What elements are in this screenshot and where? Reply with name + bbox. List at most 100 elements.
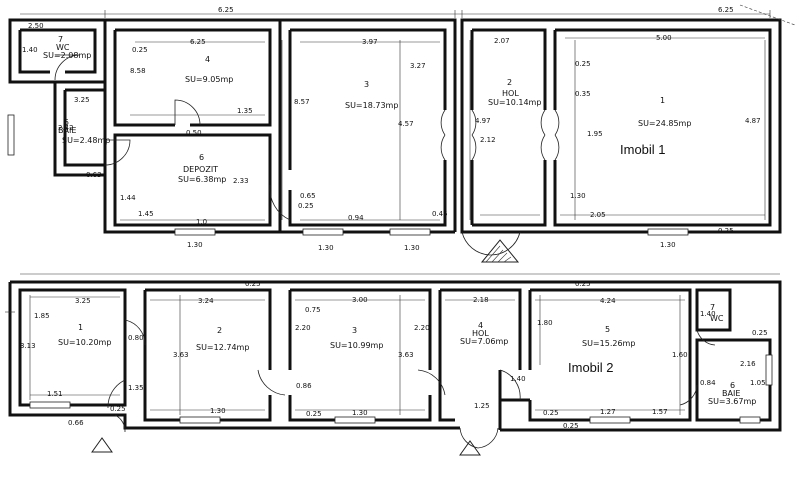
dim-label: 0.35 xyxy=(575,90,591,98)
dim-label: 1.30 xyxy=(318,244,334,252)
dim-label: 0.25 xyxy=(132,46,148,54)
dimension-lines xyxy=(5,10,780,415)
stairs-icon xyxy=(91,437,481,456)
dim-label: 6.25 xyxy=(718,6,734,14)
room-labels-top: 1 SU=24.85mp 2 HOL SU=10.14mp 3 SU=18.73… xyxy=(43,35,691,184)
dimension-labels-bottom: 0.25 3.25 3.24 3.00 2.18 4.24 1.85 3.13 … xyxy=(20,280,768,430)
dim-label: 2.50 xyxy=(28,22,44,30)
dim-label: 4.57 xyxy=(398,120,414,128)
dim-label: 0.65 xyxy=(300,192,316,200)
dim-label: 1.60 xyxy=(672,351,688,359)
dim-label: 0.63 xyxy=(86,171,102,179)
dim-label: 3.63 xyxy=(173,351,189,359)
dim-label: 4.24 xyxy=(600,297,616,305)
dim-label: 0.66 xyxy=(68,419,84,427)
dim-label: 0.84 xyxy=(700,379,716,387)
property-line xyxy=(739,4,796,26)
dim-label: 1.0 xyxy=(196,218,207,226)
imobil-1-label: Imobil 1 xyxy=(620,142,666,157)
dim-label: 1.35 xyxy=(128,384,144,392)
dim-label: 1.30 xyxy=(187,241,203,249)
dim-label: 0.50 xyxy=(186,129,202,137)
room-number: 5 xyxy=(605,325,610,334)
dim-label: 0.25 xyxy=(110,405,126,413)
dim-label: 1.27 xyxy=(600,408,616,416)
dim-label: 0.25 xyxy=(245,280,261,288)
room-area: SU=24.85mp xyxy=(638,119,691,128)
room-number: 1 xyxy=(78,323,83,332)
dim-label: 1.85 xyxy=(34,312,50,320)
dim-label: 3.24 xyxy=(198,297,214,305)
dim-label: 0.45 xyxy=(432,210,448,218)
room-number: 1 xyxy=(660,96,665,105)
dim-label: 1.30 xyxy=(570,192,586,200)
room-number: 6 xyxy=(199,153,204,162)
dim-label: 1.05 xyxy=(750,379,766,387)
dim-label: 3.63 xyxy=(398,351,414,359)
dim-label: 1.95 xyxy=(587,130,603,138)
dim-label: 2.05 xyxy=(590,211,606,219)
room-area: SU=9.05mp xyxy=(185,75,233,84)
dim-label: 1.30 xyxy=(404,244,420,252)
dim-label: 3.97 xyxy=(362,38,378,46)
dimension-labels-top: 6.25 6.25 2.50 1.40 6.25 8.58 0.25 3.97 … xyxy=(22,6,761,252)
room-number: 7 xyxy=(58,35,63,44)
dim-label: 1.35 xyxy=(237,107,253,115)
dim-label: 2.20 xyxy=(295,324,311,332)
imobil-2-windows xyxy=(29,354,773,424)
room-area: SU=10.20mp xyxy=(58,338,111,347)
room-number: 2 xyxy=(217,326,222,335)
dim-label: 3.00 xyxy=(352,296,368,304)
dim-label: 2.12 xyxy=(480,136,496,144)
dim-label: 0.25 xyxy=(563,422,579,430)
dim-label: 3.25 xyxy=(74,96,90,104)
dim-label: 1.30 xyxy=(352,409,368,417)
room-area: SU=10.99mp xyxy=(330,341,383,350)
room-number: 6 xyxy=(730,381,735,390)
dim-label: 2.20 xyxy=(414,324,430,332)
imobil-1-windows xyxy=(7,114,689,236)
dim-label: 6.25 xyxy=(190,38,206,46)
dim-label: 0.80 xyxy=(128,334,144,342)
dim-label: 1.40 xyxy=(700,310,716,318)
room-number: 3 xyxy=(364,80,369,89)
room-number: 4 xyxy=(478,321,483,330)
dim-label: 1.44 xyxy=(120,194,136,202)
imobil-2-label: Imobil 2 xyxy=(568,360,614,375)
room-name: HOL xyxy=(472,329,489,338)
imobil-1-walls xyxy=(8,18,782,234)
dim-label: 1.40 xyxy=(22,46,38,54)
room-name: DEPOZIT xyxy=(183,165,218,174)
dim-label: 6.25 xyxy=(218,6,234,14)
room-name: WC xyxy=(56,43,70,52)
dim-label: 2.18 xyxy=(473,296,489,304)
dim-label: 1.25 xyxy=(474,402,490,410)
dim-label: 2.07 xyxy=(494,37,510,45)
imobil-1-doors xyxy=(54,54,560,256)
room-area: SU=12.74mp xyxy=(196,343,249,352)
room-area: SU=15.26mp xyxy=(582,339,635,348)
dim-label: 4.87 xyxy=(745,117,761,125)
dim-label: 1.40 xyxy=(510,375,526,383)
room-area: SU=7.06mp xyxy=(460,337,508,346)
room-name: HOL xyxy=(502,89,519,98)
room-number: 3 xyxy=(352,326,357,335)
room-number: 7 xyxy=(710,303,715,312)
dim-label: 3.25 xyxy=(75,297,91,305)
room-number: 4 xyxy=(205,55,210,64)
room-name: BAIE xyxy=(58,126,76,135)
room-number: 2 xyxy=(507,78,512,87)
dim-label: 0.25 xyxy=(575,60,591,68)
dim-label: 0.75 xyxy=(305,306,321,314)
dim-label: 0.25 xyxy=(543,409,559,417)
dim-label: 0.25 xyxy=(718,227,734,235)
imobil-2-doors xyxy=(107,319,716,449)
dim-label: 1.30 xyxy=(660,241,676,249)
room-area: SU=2.48mp xyxy=(62,136,110,145)
dim-label: 5.00 xyxy=(656,34,672,42)
dim-label: 0.25 xyxy=(306,410,322,418)
room-labels-bottom: 1 SU=10.20mp 2 SU=12.74mp 3 SU=10.99mp 4… xyxy=(58,303,756,406)
dim-label: 3.27 xyxy=(410,62,426,70)
dim-label: 0.25 xyxy=(575,280,591,288)
